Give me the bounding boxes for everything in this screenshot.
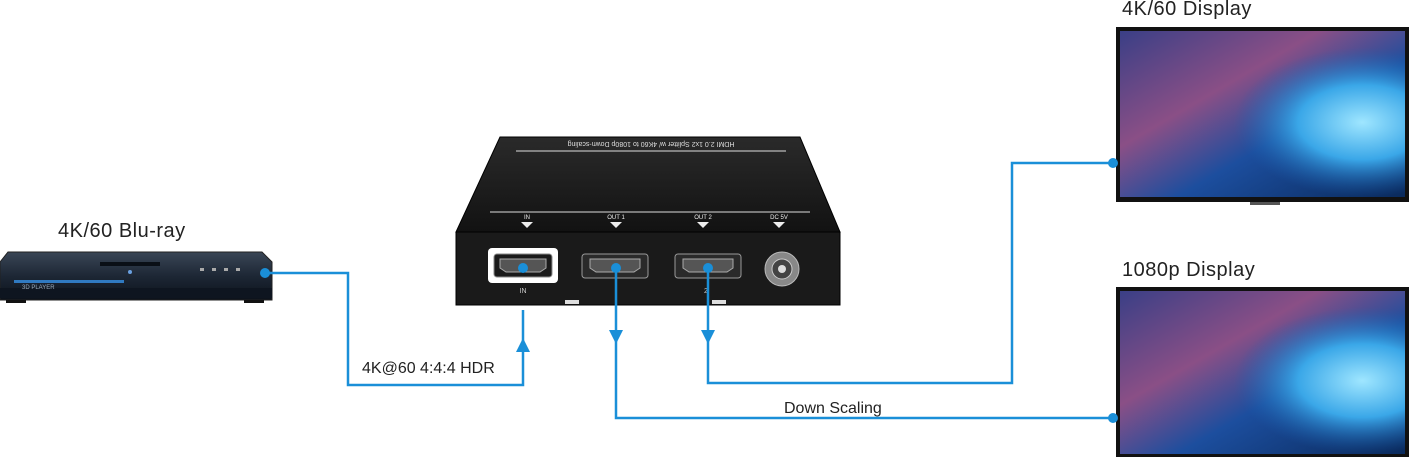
cable-input xyxy=(265,271,525,387)
port-bottom-out2: 2 xyxy=(704,288,708,295)
splitter-box: HDMI 2.0 1x2 Splitter w/ 4K60 to 1080p D… xyxy=(455,136,841,306)
dot-in xyxy=(518,263,528,273)
cable-out1 xyxy=(614,270,1113,420)
bluray-player: 3D PLAYER xyxy=(0,251,273,303)
cables xyxy=(265,161,1113,420)
downscaling-label: Down Scaling xyxy=(784,400,882,417)
input-signal-label: 4K@60 4:4:4 HDR xyxy=(362,360,495,377)
dot-out1 xyxy=(611,263,621,273)
port-label-out1: OUT 1 xyxy=(607,215,625,221)
dot-out2 xyxy=(703,263,713,273)
dot-display-1080p xyxy=(1108,413,1118,423)
dot-display-4k xyxy=(1108,158,1118,168)
cable-out2 xyxy=(706,161,1113,385)
port-label-in: IN xyxy=(524,215,530,221)
dot-player xyxy=(260,268,270,278)
display-4k-title: 4K/60 Display xyxy=(1122,0,1252,20)
display-1080p-title: 1080p Display xyxy=(1122,259,1256,281)
port-label-dc: DC 5V xyxy=(770,215,788,221)
splitter-top-label: HDMI 2.0 1x2 Splitter w/ 4K60 to 1080p D… xyxy=(567,140,734,147)
port-bottom-in: IN xyxy=(520,288,527,295)
arrow-out1-icon xyxy=(609,330,623,344)
arrow-out2-icon xyxy=(701,330,715,344)
display-1080p xyxy=(1116,287,1409,457)
bluray-title: 4K/60 Blu-ray xyxy=(58,220,186,242)
port-label-out2: OUT 2 xyxy=(694,215,712,221)
display-4k xyxy=(1116,27,1409,205)
arrow-in-icon xyxy=(516,338,530,352)
svg-text:3D PLAYER: 3D PLAYER xyxy=(22,285,55,291)
